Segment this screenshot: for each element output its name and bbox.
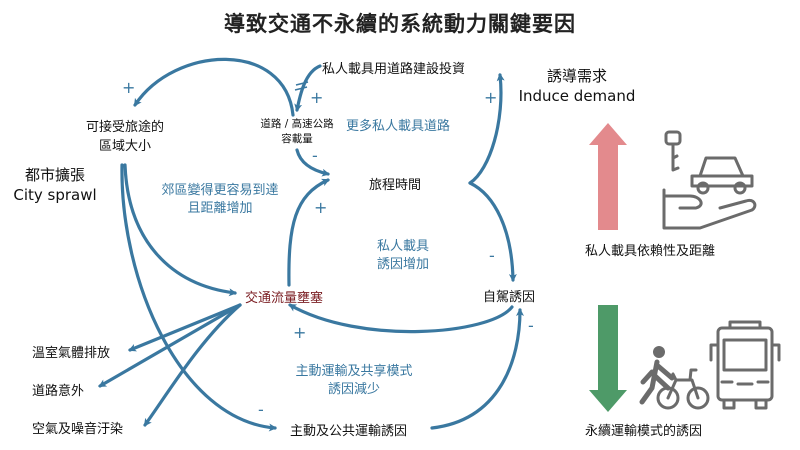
polarity-minus: - <box>258 400 264 419</box>
legend-label-private-dependence: 私人載具依賴性及距離 <box>585 244 716 259</box>
diagram-title: 導致交通不永續的系統動力關鍵要因 <box>224 12 576 36</box>
arrow-congestion-to-traveltime <box>287 178 330 287</box>
node-road-capacity-line1: 道路 / 高速公路 <box>260 118 334 130</box>
loop-label-active-line2: 誘因減少 <box>327 382 380 397</box>
polarity-minus: - <box>489 246 495 265</box>
node-accessible-area-line2: 區域大小 <box>99 139 152 154</box>
legend-up-arrow <box>589 123 627 230</box>
arrow-congestion-to-accidents <box>98 303 242 388</box>
polarity-plus: + <box>484 88 498 107</box>
arrow-driving-to-congestion <box>288 303 514 334</box>
arrow-congestion-to-pollution <box>143 303 242 427</box>
loop-label-more-roads: 更多私人載具道路 <box>346 119 451 134</box>
polarity-plus: + <box>293 323 307 342</box>
polarity-plus: + <box>122 78 136 97</box>
arrow-congestion-to-ghg <box>128 303 242 352</box>
loop-label-private-vehicle: 私人載具 誘因增加 <box>368 238 438 274</box>
legend-down-arrow <box>589 305 627 412</box>
hand-car-key-icon <box>662 130 757 230</box>
loop-label-suburb-line1: 郊區變得更容易到達 <box>161 183 279 198</box>
node-road-capacity: 道路 / 高速公路 容載量 <box>247 117 347 147</box>
arrow-investment-to-capacity <box>294 64 322 112</box>
node-active-transport-incentive: 主動及公共運輸誘因 <box>290 424 408 439</box>
loop-label-private-line2: 誘因增加 <box>376 257 429 272</box>
induce-demand-zh: 誘導需求 <box>546 67 607 85</box>
loop-label-private-line1: 私人載具 <box>376 239 429 254</box>
node-road-investment: 私人載具用道路建設投資 <box>322 62 466 77</box>
polarity-minus: - <box>312 146 318 165</box>
induce-demand-en: Induce demand <box>518 87 636 105</box>
concept-city-sprawl: 都市擴張 City sprawl <box>10 165 100 205</box>
node-air-noise-pollution: 空氣及噪音汙染 <box>32 422 124 437</box>
node-road-capacity-line2: 容載量 <box>281 133 313 145</box>
delay-mark <box>294 86 308 91</box>
node-driving-incentive: 自駕誘因 <box>483 290 536 305</box>
polarity-minus: - <box>528 316 534 335</box>
city-sprawl-zh: 都市擴張 <box>24 166 85 184</box>
loop-label-suburb: 郊區變得更容易到達 且距離增加 <box>150 182 290 218</box>
arrow-capacity-to-traveltime <box>295 148 330 177</box>
node-traffic-congestion: 交通流量壅塞 <box>245 291 324 306</box>
arrow-area-to-congestion <box>123 163 237 297</box>
polarity-plus: + <box>310 88 324 107</box>
legend-label-sustainable-incentive: 永續運輸模式的誘因 <box>585 424 703 439</box>
loop-label-suburb-line2: 且距離增加 <box>187 201 253 216</box>
arrow-capacity-to-area <box>133 57 295 117</box>
node-travel-time: 旅程時間 <box>369 178 422 193</box>
pedestrian-bicycle-bus-icon <box>639 320 781 410</box>
arrow-active-to-driving <box>430 308 524 430</box>
delay-mark <box>295 81 309 86</box>
node-accessible-area: 可接受旅途的 區域大小 <box>86 118 164 156</box>
city-sprawl-en: City sprawl <box>13 186 97 204</box>
arrow-traveltime-to-driving <box>468 181 517 282</box>
node-road-accidents: 道路意外 <box>32 384 85 399</box>
node-ghg-emissions: 溫室氣體排放 <box>32 346 111 361</box>
polarity-plus: + <box>314 198 328 217</box>
loop-label-active-line1: 主動運輸及共享模式 <box>295 364 413 379</box>
arrow-traveltime-to-investment <box>468 73 505 185</box>
concept-induce-demand: 誘導需求 Induce demand <box>512 66 642 106</box>
loop-label-active-transport: 主動運輸及共享模式 誘因減少 <box>284 363 424 399</box>
node-accessible-area-line1: 可接受旅途的 <box>86 120 165 135</box>
